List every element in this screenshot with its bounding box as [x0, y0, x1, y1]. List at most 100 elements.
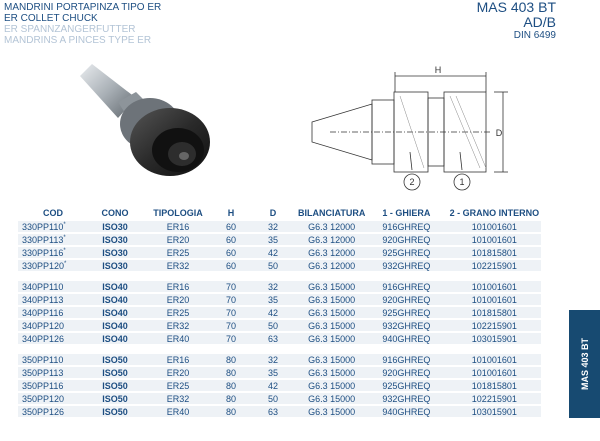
dim-h-label: H — [435, 65, 442, 75]
col-tipologia: TIPOLOGIA — [153, 208, 203, 218]
grano-cell: 101001601 — [447, 367, 542, 378]
cono-cell: ISO50 — [88, 354, 142, 365]
col-grano: 2 - GRANO INTERNO — [449, 208, 540, 218]
ghiera-cell: 916GHREQ — [365, 354, 448, 365]
h-cell: 80 — [214, 380, 248, 391]
cod-cell: 330PP113* — [18, 234, 88, 245]
bilanciatura-cell: G6.3 15000 — [298, 380, 366, 391]
bilanciatura-cell: G6.3 12000 — [298, 221, 366, 232]
bilanciatura-cell: G6.3 15000 — [298, 281, 366, 292]
cono-cell: ISO40 — [88, 307, 142, 318]
bilanciatura-cell: G6.3 15000 — [298, 354, 366, 365]
cod-value: 350PP126 — [22, 406, 65, 417]
col-bilanciatura: BILANCIATURA — [298, 208, 366, 218]
title-fr: MANDRINS A PINCES TYPE ER — [4, 35, 152, 46]
grano-cell: 101815801 — [447, 380, 542, 391]
grano-cell: 101815801 — [447, 247, 542, 258]
d-cell: 35 — [248, 367, 298, 378]
cono-cell: ISO50 — [88, 393, 142, 404]
col-ghiera: 1 - GHIERA — [382, 208, 431, 218]
bilanciatura-cell: G6.3 12000 — [298, 234, 366, 245]
h-cell: 80 — [214, 393, 248, 404]
d-cell: 50 — [248, 260, 298, 271]
d-cell: 32 — [248, 281, 298, 292]
title-de: ER SPANNZANGERFUTTER — [4, 24, 136, 35]
tipologia-cell: ER20 — [142, 367, 214, 378]
cod-cell: 330PP120* — [18, 260, 88, 271]
cod-value: 350PP110 — [22, 354, 64, 365]
bilanciatura-cell: G6.3 15000 — [298, 320, 366, 331]
model-block: MAS 403 BT AD/B DIN 6499 — [477, 0, 556, 42]
cono-cell: ISO50 — [88, 380, 142, 391]
grano-cell: 103015901 — [447, 406, 542, 417]
grano-cell: 102215901 — [447, 260, 542, 271]
cono-cell: ISO30 — [88, 234, 142, 245]
title-en: ER COLLET CHUCK — [4, 13, 98, 24]
cod-value: 350PP120 — [22, 393, 65, 404]
d-cell: 42 — [248, 247, 298, 258]
tipologia-cell: ER20 — [142, 234, 214, 245]
ghiera-cell: 925GHREQ — [365, 307, 448, 318]
cod-value: 340PP126 — [22, 333, 65, 344]
tipologia-cell: ER40 — [142, 333, 214, 344]
cod-cell: 350PP113 — [18, 367, 88, 378]
product-image — [80, 64, 210, 176]
cod-value: 350PP116 — [22, 380, 64, 391]
ghiera-cell: 925GHREQ — [365, 380, 448, 391]
cono-cell: ISO50 — [88, 406, 142, 417]
table-header: COD CONO TIPOLOGIA H D BILANCIATURA 1 - … — [18, 207, 541, 219]
tipologia-cell: ER40 — [142, 406, 214, 417]
tipologia-cell: ER16 — [142, 221, 214, 232]
side-tab: MAS 403 BT — [569, 310, 600, 418]
cod-star: * — [63, 247, 66, 254]
cono-cell: ISO40 — [88, 294, 142, 305]
h-cell: 70 — [214, 320, 248, 331]
col-cod: COD — [43, 208, 63, 218]
grano-cell: 103015901 — [447, 333, 542, 344]
cod-value: 340PP116 — [22, 307, 64, 318]
ghiera-cell: 916GHREQ — [365, 221, 448, 232]
cono-cell: ISO40 — [88, 281, 142, 292]
grano-cell: 101815801 — [447, 307, 542, 318]
tipologia-cell: ER16 — [142, 281, 214, 292]
ghiera-cell: 932GHREQ — [365, 393, 448, 404]
d-cell: 32 — [248, 354, 298, 365]
h-cell: 70 — [214, 307, 248, 318]
tipologia-cell: ER25 — [142, 247, 214, 258]
cod-cell: 350PP110 — [18, 354, 88, 365]
ghiera-cell: 916GHREQ — [365, 281, 448, 292]
ghiera-cell: 920GHREQ — [365, 234, 448, 245]
d-cell: 32 — [248, 221, 298, 232]
cod-cell: 340PP110 — [18, 281, 88, 292]
din-standard: DIN 6499 — [513, 30, 556, 41]
h-cell: 60 — [214, 260, 248, 271]
d-cell: 63 — [248, 406, 298, 417]
bilanciatura-cell: G6.3 15000 — [298, 307, 366, 318]
h-cell: 80 — [214, 354, 248, 365]
ghiera-cell: 940GHREQ — [365, 333, 448, 344]
grano-cell: 101001601 — [447, 294, 542, 305]
callout-1: 1 — [459, 177, 464, 187]
ghiera-cell: 920GHREQ — [365, 294, 448, 305]
cod-star: * — [64, 260, 67, 267]
cod-cell: 340PP126 — [18, 333, 88, 344]
cod-cell: 350PP116 — [18, 380, 88, 391]
d-cell: 42 — [248, 307, 298, 318]
cod-cell: 330PP116* — [18, 247, 88, 258]
h-cell: 70 — [214, 294, 248, 305]
tipologia-cell: ER25 — [142, 380, 214, 391]
h-cell: 70 — [214, 333, 248, 344]
product-table: COD CONO TIPOLOGIA H D BILANCIATURA 1 - … — [18, 205, 542, 419]
d-cell: 35 — [248, 234, 298, 245]
title-it: MANDRINI PORTAPINZA TIPO ER — [4, 2, 162, 13]
cod-value: 340PP110 — [22, 281, 64, 292]
